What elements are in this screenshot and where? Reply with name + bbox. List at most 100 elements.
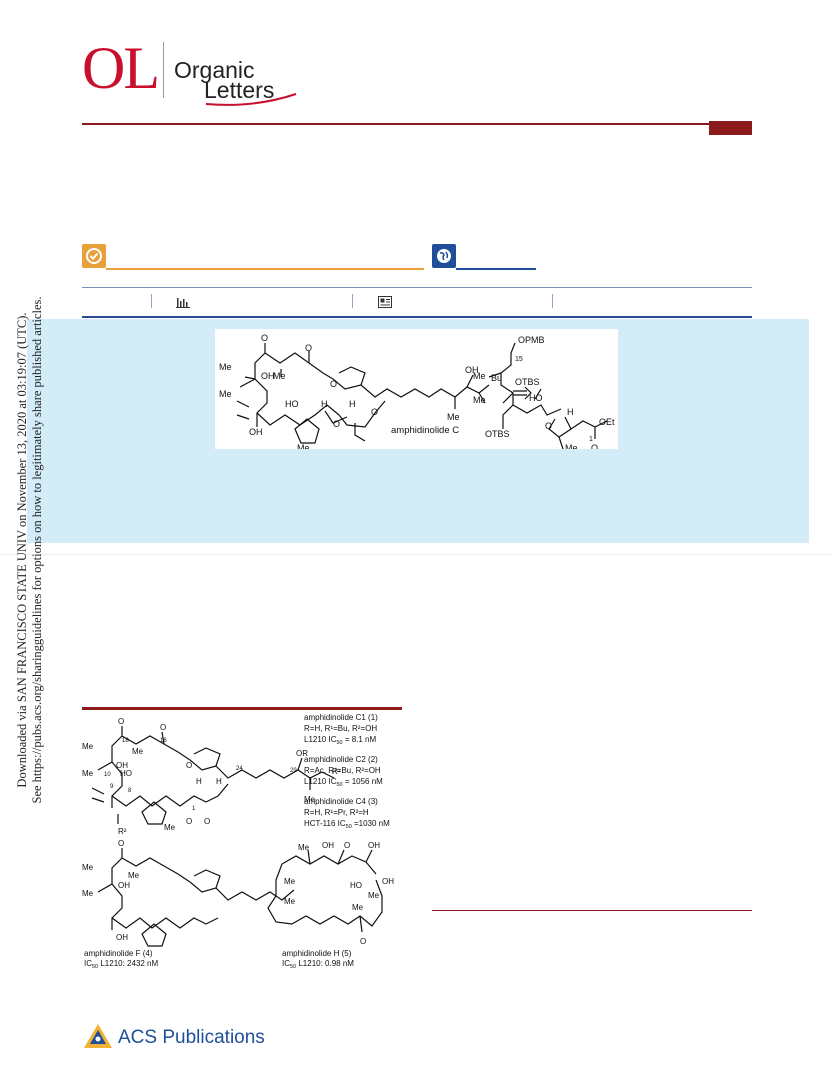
fig-label: OR bbox=[296, 749, 308, 758]
toc-label: OTBS bbox=[485, 429, 510, 439]
toc-label: H bbox=[349, 399, 356, 409]
c2-name: amphidinolide C2 (2) bbox=[304, 755, 378, 764]
fig-label: R¹ bbox=[332, 767, 341, 776]
metrics-bar-bottom-rule bbox=[82, 316, 752, 318]
toc-label: OTBS bbox=[515, 377, 540, 387]
toc-label: Me bbox=[219, 389, 232, 399]
f-activity: IC50 L1210: 2432 nM bbox=[84, 959, 159, 970]
fig-label: 9 bbox=[110, 784, 114, 790]
download-notice: Downloaded via SAN FRANCISCO STATE UNIV … bbox=[15, 180, 45, 920]
toc-label: HO bbox=[529, 393, 543, 403]
footnote-rule bbox=[432, 910, 752, 911]
fig-label: HO bbox=[120, 769, 132, 778]
toc-label: O bbox=[371, 407, 378, 417]
section-divider bbox=[0, 554, 833, 555]
fig-label: OH bbox=[116, 761, 128, 770]
toc-label: Me bbox=[473, 371, 486, 381]
figure-top-rule bbox=[82, 707, 402, 710]
journal-logo-word2: Letters bbox=[204, 77, 275, 103]
fig-label: O bbox=[360, 937, 366, 946]
fig-label: 29 bbox=[290, 768, 297, 774]
journal-logo-word1: Organic bbox=[174, 57, 255, 83]
fig-label: O bbox=[118, 717, 124, 726]
toc-label: HO bbox=[285, 399, 299, 409]
toc-label: OPMB bbox=[518, 335, 545, 345]
c1-name: amphidinolide C1 (1) bbox=[304, 713, 378, 722]
fig-label: 18 bbox=[122, 738, 129, 744]
journal-logo-abbrev: OL bbox=[82, 35, 160, 101]
fig-label: OH bbox=[116, 933, 128, 942]
fig-label: H bbox=[216, 777, 222, 786]
toc-label: OEt bbox=[599, 417, 615, 427]
acs-logo-icon[interactable] bbox=[82, 1022, 114, 1052]
c2-activity: L1210 IC50 = 1056 nM bbox=[304, 777, 383, 788]
fig-label: Me bbox=[82, 863, 94, 872]
logo-divider bbox=[163, 42, 164, 98]
toc-label: Me bbox=[473, 395, 486, 405]
globe-icon[interactable] bbox=[432, 244, 456, 268]
fig-label: H bbox=[196, 777, 202, 786]
h-name: amphidinolide H (5) bbox=[282, 949, 352, 958]
logo-swoosh bbox=[205, 93, 297, 106]
toc-label: O bbox=[545, 421, 552, 431]
fig-label: Me bbox=[164, 823, 176, 832]
fig-label: Me bbox=[298, 843, 310, 852]
fig-label: Me bbox=[284, 897, 296, 906]
toc-label: O bbox=[330, 379, 337, 389]
publisher-name[interactable]: ACS Publications bbox=[118, 1027, 265, 1048]
metrics-bar-top-rule bbox=[82, 287, 752, 288]
fig-label: O bbox=[118, 839, 124, 848]
header-tab bbox=[709, 121, 752, 135]
fig-label: OH bbox=[118, 881, 130, 890]
fig-label: 10 bbox=[104, 772, 111, 778]
toc-label: Me bbox=[219, 362, 232, 372]
h-activity: IC50 L1210: 0.98 nM bbox=[282, 959, 354, 970]
c1-substituents: R=H, R¹=Bu, R²=OH bbox=[304, 724, 377, 733]
fig-label: O bbox=[344, 841, 350, 850]
metrics-separator bbox=[352, 294, 353, 308]
f-name: amphidinolide F (4) bbox=[84, 949, 153, 958]
fig-label: OH bbox=[368, 841, 380, 850]
toc-label: H bbox=[567, 407, 574, 417]
toc-label: Me bbox=[273, 371, 286, 381]
toc-label: Me bbox=[297, 443, 310, 449]
metrics-separator bbox=[151, 294, 152, 308]
fig-label: 8 bbox=[128, 788, 132, 794]
open-access-underline bbox=[106, 268, 424, 270]
article-icon[interactable] bbox=[378, 296, 392, 308]
toc-label: OH bbox=[249, 427, 263, 437]
fig-label: Me bbox=[82, 889, 94, 898]
figure-1: O O 18 16 Me Me OH Me 10 9 8 HO R² Me O … bbox=[82, 713, 394, 970]
fig-label: Me bbox=[352, 903, 364, 912]
toc-label: Me bbox=[447, 412, 460, 422]
fig-label: Me bbox=[304, 795, 316, 804]
c4-name: amphidinolide C4 (3) bbox=[304, 797, 378, 806]
c4-substituents: R=H, R¹=Pr, R²=H bbox=[304, 808, 369, 817]
fig-label: O bbox=[186, 761, 192, 770]
fig-label: Me bbox=[82, 742, 94, 751]
fig-label: 1 bbox=[192, 806, 196, 812]
toc-label: H bbox=[321, 399, 328, 409]
download-notice-line2: See https://pubs.acs.org/sharingguidelin… bbox=[30, 296, 44, 804]
fig-label: O bbox=[204, 817, 210, 826]
fig-label: Me bbox=[132, 747, 144, 756]
globe-underline bbox=[456, 268, 536, 270]
fig-label: O bbox=[160, 723, 166, 732]
header-rule bbox=[82, 123, 752, 125]
check-circle-icon[interactable] bbox=[82, 244, 106, 268]
toc-structure: O O Me Me Me OH OH HO Me O H H O O OH Me… bbox=[219, 333, 615, 453]
retrosynthesis-arrow-icon bbox=[513, 386, 532, 400]
toc-label: O bbox=[333, 419, 340, 429]
c2-substituents: R=Ac, R¹=Bu, R²=OH bbox=[304, 766, 381, 775]
toc-label: OH bbox=[261, 371, 275, 381]
fig-label: 24 bbox=[236, 766, 243, 772]
fig-label: Me bbox=[82, 769, 94, 778]
bar-chart-icon[interactable] bbox=[176, 296, 190, 308]
toc-label: 15 bbox=[515, 356, 523, 363]
toc-label: Me bbox=[565, 443, 578, 449]
fig-label: R² bbox=[118, 827, 127, 836]
fig-label: OH bbox=[322, 841, 334, 850]
c1-activity: L1210 IC50 = 8.1 nM bbox=[304, 735, 377, 746]
metrics-separator bbox=[552, 294, 553, 308]
toc-label: 1 bbox=[589, 436, 593, 443]
